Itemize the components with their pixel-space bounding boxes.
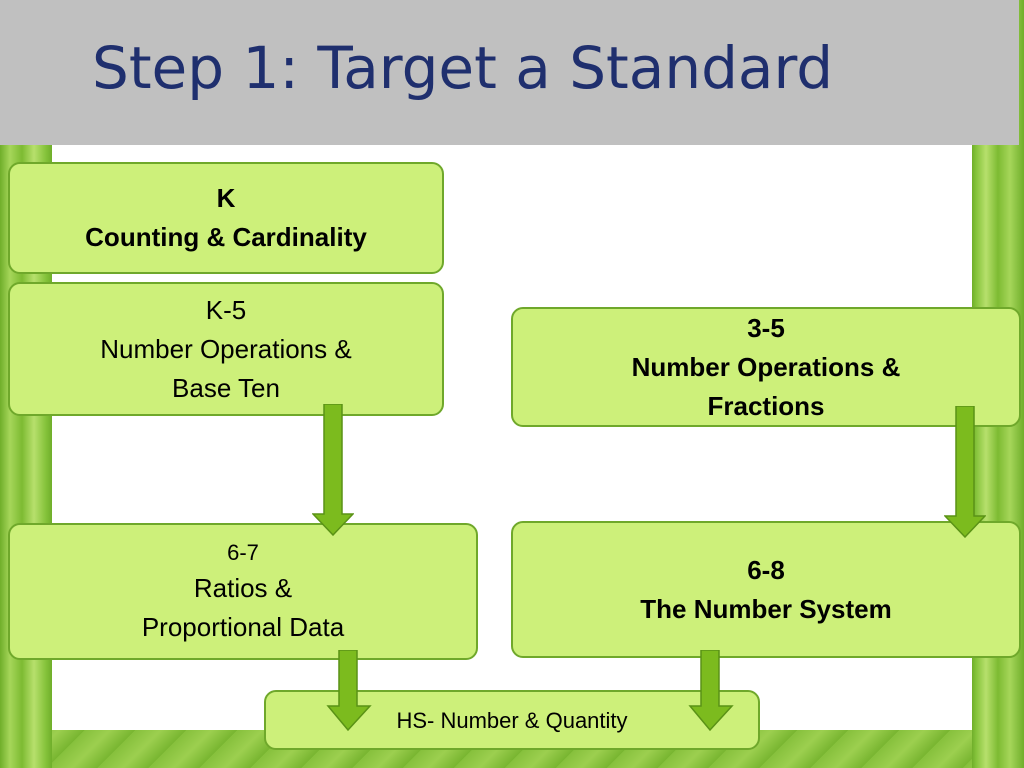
box-6-7-ratios-proportional: 6-7 Ratios & Proportional Data [8,523,478,660]
box-k5-domain-line2: Base Ten [172,372,280,403]
box-3-5-number-operations-fractions: 3-5 Number Operations & Fractions [511,307,1021,427]
box-67-domain-line2: Proportional Data [141,612,345,642]
box-k-counting-cardinality: K Counting & Cardinality [8,162,444,274]
box-68-domain: The Number System [640,593,892,624]
box-68-grade: 6-8 [747,554,785,585]
box-k-domain: Counting & Cardinality [85,222,367,252]
box-k5-domain-line1: Number Operations & [100,333,352,364]
box-hs-label: HS- Number & Quantity [396,707,628,733]
slide-title: Step 1: Target a Standard [92,34,834,102]
box-hs-number-quantity: HS- Number & Quantity [264,690,760,750]
box-35-grade: 3-5 [747,312,785,343]
box-67-domain-line1: Ratios & [193,573,293,603]
arrow-k5-to-67 [312,404,354,536]
box-k5-grade: K-5 [205,294,247,325]
title-bar: Step 1: Target a Standard [0,0,1019,145]
box-35-domain-line1: Number Operations & [631,351,901,382]
box-67-grade: 6-7 [227,540,259,565]
arrow-35-to-68 [944,406,986,538]
box-35-domain-line2: Fractions [707,390,825,421]
box-6-8-number-system: 6-8 The Number System [511,521,1021,658]
box-k-grade: K [216,183,236,213]
arrow-68-to-hs [688,650,734,732]
arrow-67-to-hs [326,650,372,732]
box-k5-number-operations-base-ten: K-5 Number Operations & Base Ten [8,282,444,416]
